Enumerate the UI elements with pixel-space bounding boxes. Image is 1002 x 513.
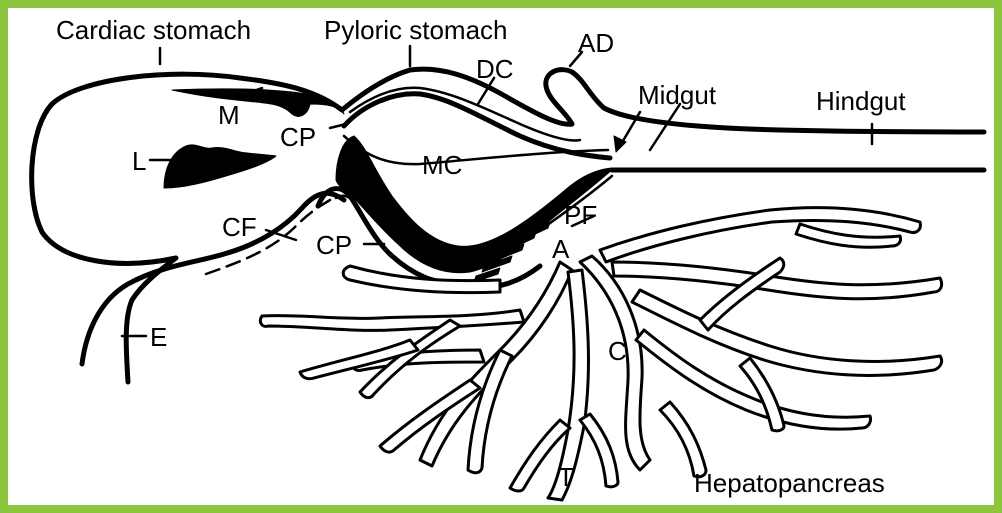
cardiac-plate-dark-region [172, 89, 344, 117]
label-hepatopancreas: Hepatopancreas [694, 468, 885, 498]
label-pf: PF [564, 200, 597, 230]
pyloric-dorsal-inner-line [350, 88, 580, 141]
label-t: T [558, 462, 574, 492]
label-hindgut: Hindgut [816, 86, 906, 116]
label-cf: CF [222, 212, 257, 242]
label-cp-upper: CP [280, 122, 316, 152]
label-pyloric-stomach: Pyloric stomach [324, 15, 508, 45]
label-m: M [218, 100, 240, 130]
label-e: E [150, 322, 167, 352]
label-l: L [132, 146, 146, 176]
label-midgut: Midgut [638, 80, 717, 110]
lateral-tooth [164, 145, 276, 188]
label-dc: DC [476, 54, 514, 84]
label-cardiac-stomach: Cardiac stomach [56, 15, 251, 45]
hepatopancreas-tubules [260, 208, 941, 500]
label-a: A [552, 234, 570, 264]
anterior-diverticulum [546, 70, 984, 132]
label-c: C [608, 336, 627, 366]
label-ad: AD [578, 28, 614, 58]
label-mc: MC [422, 150, 462, 180]
label-cp-lower: CP [316, 230, 352, 260]
